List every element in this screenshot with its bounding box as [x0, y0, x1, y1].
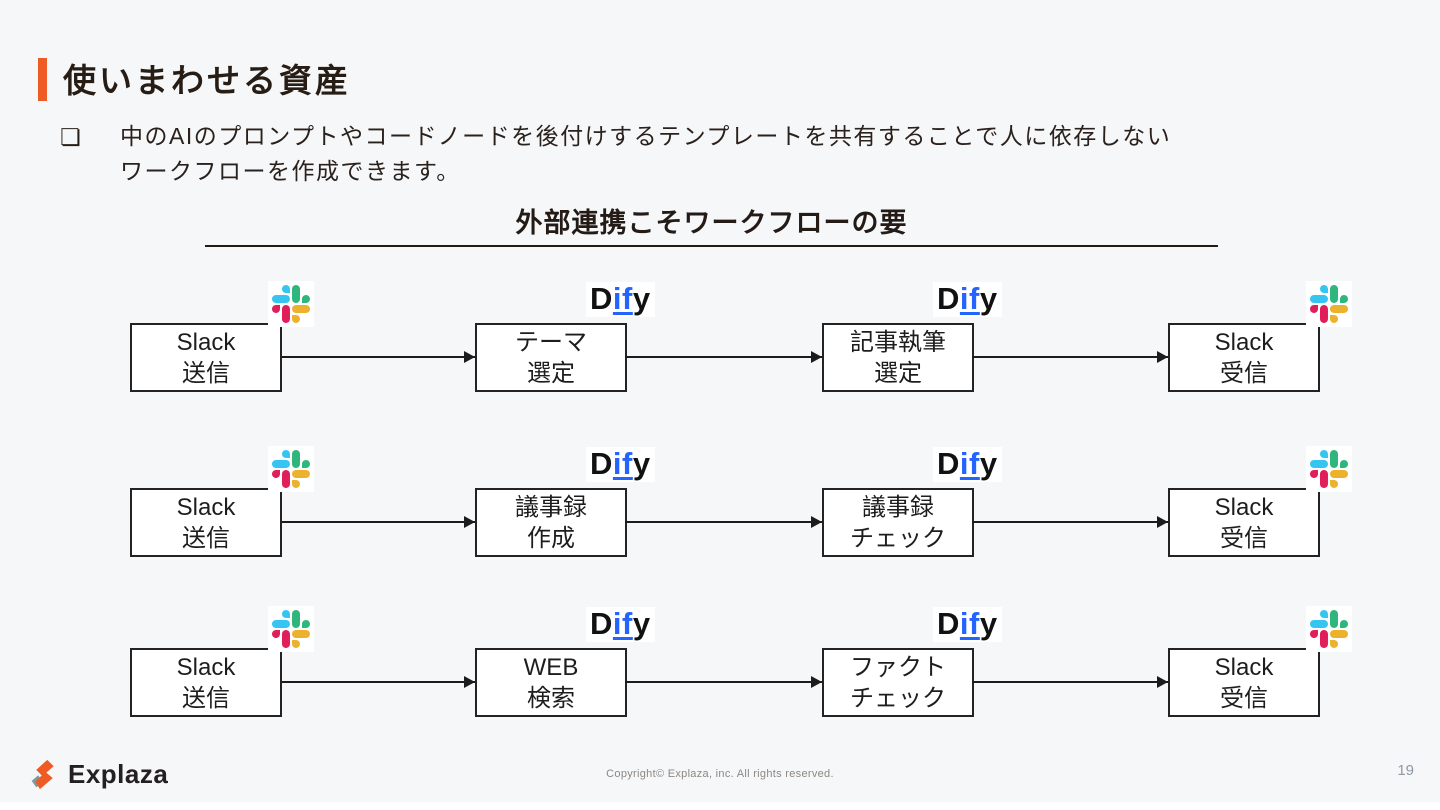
title-accent-bar	[38, 58, 47, 101]
bottom-strip	[0, 802, 1440, 810]
workflow-row-1: Slack 送信 テーマ 選定 記事執筆 選定 Slack 受信 Dify D	[0, 281, 1440, 392]
workflow-step-box: 議事録 チェック	[822, 488, 974, 557]
step-label: Slack	[1214, 653, 1274, 681]
flow-arrow	[972, 351, 1168, 363]
flow-arrow	[282, 351, 475, 363]
step-label: ファクト	[850, 653, 946, 681]
slack-icon	[1306, 606, 1352, 652]
diagram-heading: 外部連携こそワークフローの要	[515, 208, 908, 238]
dify-logo-y: y	[632, 606, 651, 641]
explaza-logo-icon	[31, 759, 54, 789]
workflow-step-box: Slack 送信	[130, 488, 282, 557]
slack-icon	[268, 606, 314, 652]
workflow-step-box: Slack 受信	[1168, 488, 1320, 557]
dify-logo-y: y	[632, 281, 651, 316]
bullet-text: 中のAIのプロンプトやコードノードを後付けするテンプレートを共有することで人に依…	[120, 119, 1380, 189]
dify-logo-if: if	[612, 606, 633, 641]
step-label: Slack	[176, 653, 236, 681]
step-label: Slack	[176, 328, 236, 356]
dify-logo-if: if	[959, 446, 980, 481]
step-label: 受信	[1220, 359, 1268, 387]
slack-icon	[268, 446, 314, 492]
dify-logo-y: y	[979, 606, 998, 641]
dify-logo-if: if	[959, 606, 980, 641]
step-label: テーマ	[515, 328, 587, 356]
dify-logo-if: if	[612, 446, 633, 481]
brand-name: Explaza	[68, 758, 169, 789]
slack-icon	[1306, 446, 1352, 492]
workflow-step-box: テーマ 選定	[475, 323, 627, 392]
dify-logo: Dify	[586, 282, 655, 317]
bullet-text-line1: 中のAIのプロンプトやコードノードを後付けするテンプレートを共有することで人に依…	[120, 123, 1172, 149]
workflow-step-box: 記事執筆 選定	[822, 323, 974, 392]
step-label: 受信	[1220, 684, 1268, 712]
dify-logo-d: D	[590, 281, 613, 316]
flow-arrow	[625, 676, 822, 688]
step-label: チェック	[850, 524, 946, 552]
workflow-step-box: 議事録 作成	[475, 488, 627, 557]
dify-logo-y: y	[632, 446, 651, 481]
step-label: 作成	[527, 524, 575, 552]
bullet-text-line2: ワークフローを作成できます。	[120, 158, 461, 184]
page-number: 19	[1397, 762, 1414, 779]
dify-logo-d: D	[937, 446, 960, 481]
dify-logo: Dify	[933, 282, 1002, 317]
workflow-step-box: Slack 送信	[130, 648, 282, 717]
page-title: 使いまわせる資産	[63, 62, 351, 99]
flow-arrow	[972, 516, 1168, 528]
step-label: 送信	[182, 524, 230, 552]
step-label: チェック	[850, 684, 946, 712]
dify-logo-y: y	[979, 281, 998, 316]
flow-arrow	[282, 516, 475, 528]
step-label: Slack	[176, 493, 236, 521]
step-label: 議事録	[515, 493, 587, 521]
workflow-row-3: Slack 送信 WEB 検索 ファクト チェック Slack 受信 Dify	[0, 606, 1440, 717]
dify-logo-if: if	[959, 281, 980, 316]
dify-logo: Dify	[586, 607, 655, 642]
dify-logo: Dify	[586, 447, 655, 482]
brand-lockup: Explaza	[28, 755, 168, 793]
flow-arrow	[972, 676, 1168, 688]
workflow-step-box: Slack 受信	[1168, 648, 1320, 717]
slack-icon	[1306, 281, 1352, 327]
dify-logo-d: D	[937, 281, 960, 316]
workflow-step-box: Slack 送信	[130, 323, 282, 392]
step-label: Slack	[1214, 328, 1274, 356]
dify-logo-d: D	[937, 606, 960, 641]
dify-logo-y: y	[979, 446, 998, 481]
workflow-row-2: Slack 送信 議事録 作成 議事録 チェック Slack 受信 Dify	[0, 446, 1440, 557]
dify-logo-d: D	[590, 446, 613, 481]
dify-logo: Dify	[933, 447, 1002, 482]
slack-icon	[268, 281, 314, 327]
step-label: WEB	[523, 653, 579, 681]
dify-logo-d: D	[590, 606, 613, 641]
flow-arrow	[282, 676, 475, 688]
step-label: 記事執筆	[850, 328, 946, 356]
bullet-square-icon: ❏	[60, 124, 81, 150]
flow-arrow	[625, 516, 822, 528]
step-label: 検索	[527, 684, 575, 712]
workflow-step-box: Slack 受信	[1168, 323, 1320, 392]
step-label: 選定	[874, 359, 922, 387]
workflow-step-box: WEB 検索	[475, 648, 627, 717]
copyright-text: Copyright© Explaza, inc. All rights rese…	[606, 768, 834, 780]
flow-arrow	[625, 351, 822, 363]
step-label: 送信	[182, 359, 230, 387]
step-label: 受信	[1220, 524, 1268, 552]
step-label: 議事録	[862, 493, 934, 521]
dify-logo-if: if	[612, 281, 633, 316]
heading-underline	[205, 245, 1218, 247]
step-label: Slack	[1214, 493, 1274, 521]
dify-logo: Dify	[933, 607, 1002, 642]
workflow-step-box: ファクト チェック	[822, 648, 974, 717]
step-label: 選定	[527, 359, 575, 387]
step-label: 送信	[182, 684, 230, 712]
